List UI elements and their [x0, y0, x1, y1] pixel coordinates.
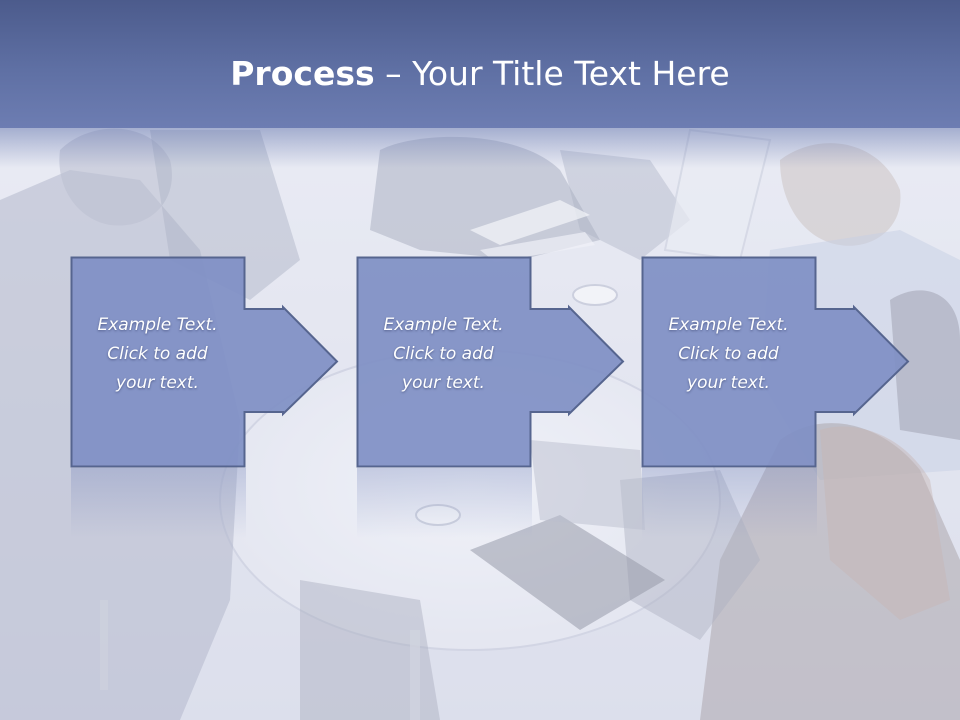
process-step-2[interactable]: Example Text. Click to add your text.: [356, 256, 627, 468]
process-step-3[interactable]: Example Text. Click to add your text.: [641, 256, 912, 468]
step-1-shape: [70, 256, 339, 468]
step-3-line-1: Example Text.: [668, 315, 789, 335]
step-3-line-3: your text.: [687, 373, 770, 393]
step-1-line-2: Click to add: [107, 344, 208, 364]
step-1-text: Example Text. Click to add your text.: [75, 311, 240, 398]
title-bold-text: Process: [230, 54, 375, 93]
step-1-line-3: your text.: [116, 373, 199, 393]
step-3-reflection: [642, 468, 817, 538]
step-2-reflection: [357, 468, 532, 538]
step-3-line-2: Click to add: [678, 344, 779, 364]
title-band-fade: [0, 128, 960, 168]
step-2-line-1: Example Text.: [383, 315, 504, 335]
step-2-shape: [356, 256, 625, 468]
title-band: [0, 0, 960, 128]
process-step-1[interactable]: Example Text. Click to add your text.: [70, 256, 341, 468]
step-3-text: Example Text. Click to add your text.: [646, 311, 811, 398]
step-2-line-2: Click to add: [393, 344, 494, 364]
step-1-line-1: Example Text.: [97, 315, 218, 335]
slide-title[interactable]: Process – Your Title Text Here: [0, 52, 960, 96]
step-2-line-3: your text.: [402, 373, 485, 393]
title-rest-text: – Your Title Text Here: [374, 54, 730, 93]
step-3-shape: [641, 256, 910, 468]
step-1-reflection: [71, 468, 246, 538]
step-2-text: Example Text. Click to add your text.: [361, 311, 526, 398]
